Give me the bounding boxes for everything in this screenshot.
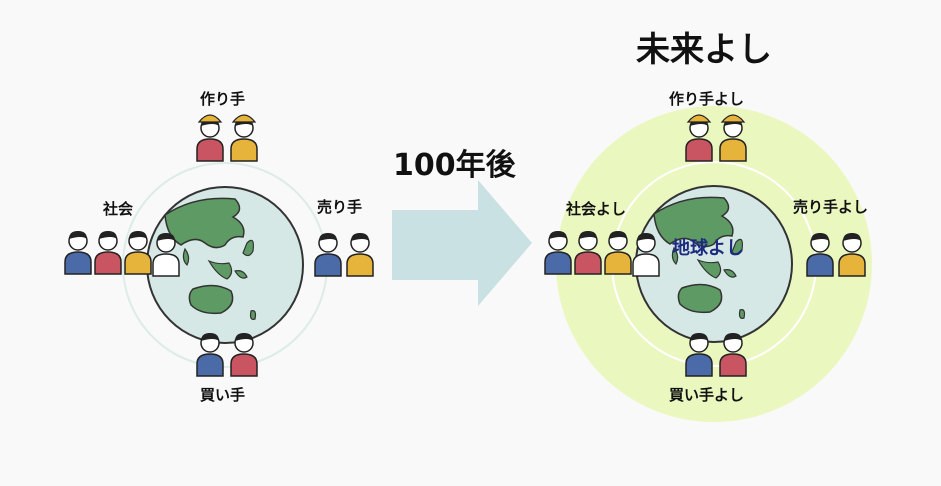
arrow-shape	[392, 180, 532, 306]
label-makers-right: 作り手よし	[669, 90, 745, 108]
label-makers-left: 作り手	[200, 90, 246, 108]
page-title: 未来よし	[636, 30, 772, 70]
label-earth-good: 地球よし	[672, 238, 744, 259]
label-sellers-left: 売り手	[317, 198, 363, 216]
people-top-right	[685, 114, 747, 162]
people-top-left	[196, 114, 258, 162]
right-diagram	[544, 106, 872, 422]
arrow-label: 100年後	[393, 148, 516, 183]
label-society-left: 社会	[103, 200, 134, 218]
people-right-left	[314, 232, 374, 277]
label-society-right: 社会よし	[566, 200, 627, 218]
label-sellers-right: 売り手よし	[793, 198, 869, 216]
label-buyers-right: 買い手よし	[669, 386, 745, 404]
label-buyers-left: 買い手	[200, 386, 246, 404]
left-diagram	[64, 114, 374, 377]
